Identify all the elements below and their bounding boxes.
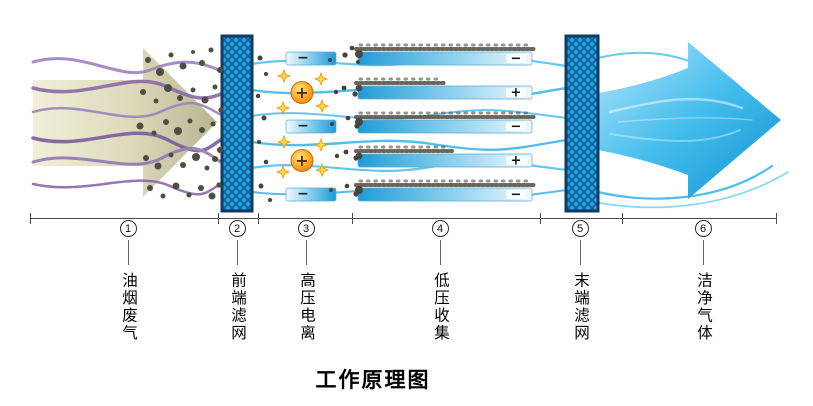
clean-air-streamlines [608,97,753,142]
emitter-sign: + [295,83,308,102]
front-filter-mesh [220,34,254,213]
stage-connector [127,240,129,265]
stage-label: 末端滤网 [572,272,589,342]
dimension-line [30,218,777,219]
ruler-tick [218,213,219,224]
emitter-icon [290,149,314,172]
stage-number: 2 [228,220,246,237]
ruler-tick [540,213,541,224]
plate-sign: + [511,86,522,101]
ionized-particles [255,45,360,202]
plate-sign: − [511,120,522,135]
emitter-sign: + [295,151,308,170]
end-filter-mesh [564,34,600,213]
emitter-icon [290,81,314,104]
stage-connector [579,240,581,265]
electrode-sign: − [297,118,309,134]
collector-plates: − + − + − [357,52,533,203]
collected-particles [354,43,536,187]
stage-label: 高压电离 [298,272,315,342]
stage-marker-4: 4 低压收集 [429,220,451,342]
stage-number: 1 [119,220,137,237]
stage-marker-5: 5 末端滤网 [569,220,591,342]
stage-marker-6: 6 洁净气体 [692,220,714,342]
ionizer-electrodes: − − − [285,50,337,202]
stage-number: 4 [431,220,449,237]
stage-marker-1: 1 油烟废气 [117,220,139,342]
plate-end-clumps [355,50,363,194]
plate-sign: − [511,52,522,67]
ruler-tick [352,213,353,224]
stage-label: 低压收集 [432,272,449,342]
plate-sign: − [511,188,522,203]
clean-air-arrow [598,42,781,199]
ruler-tick [622,213,623,224]
diagram-title: 工作原理图 [315,369,431,392]
electrode-sign: − [297,186,309,202]
particles [136,47,224,200]
stage-connector [305,240,307,265]
stage-label: 洁净气体 [695,272,712,342]
ruler-tick [30,213,31,224]
electrode-sign: − [297,50,309,66]
stage-connector [702,240,704,265]
diagram-scene: − − − + + [31,34,789,213]
ruler-tick [776,213,777,224]
spark-icon [275,68,330,180]
stage-marker-2: 2 前端滤网 [226,220,248,342]
ruler-tick [258,213,259,224]
stage-label: 前端滤网 [229,272,246,342]
corona-emitters: + + [275,68,330,180]
stage-connector [439,240,441,265]
stage-label: 油烟废气 [120,272,137,342]
stage-connector [236,240,238,265]
stage-number: 3 [297,220,315,237]
stage-number: 5 [571,220,589,237]
plate-sign: + [511,154,522,169]
stage-marker-3: 3 高压电离 [295,220,317,342]
stage-number: 6 [694,220,712,237]
